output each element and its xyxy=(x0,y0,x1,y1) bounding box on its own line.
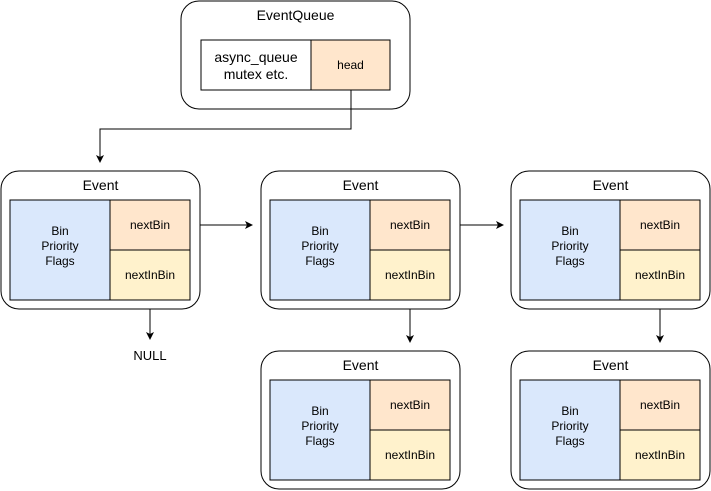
event-field-label: Priority xyxy=(301,239,338,253)
null-label: NULL xyxy=(133,348,166,363)
next-bin-cell xyxy=(619,379,701,431)
event-field-label: Bin xyxy=(561,224,578,238)
event-field-label: Flags xyxy=(45,254,74,268)
next-bin-cell xyxy=(369,379,451,431)
event-field-label: Bin xyxy=(51,224,68,238)
next-in-bin-label: nextInBin xyxy=(385,268,435,282)
event-queue-head-label: head xyxy=(337,58,364,72)
event-field-label: Priority xyxy=(551,239,588,253)
next-in-bin-cell xyxy=(619,429,701,481)
event-queue-fields-line1: async_queue xyxy=(214,49,298,65)
event-fields-cell xyxy=(269,379,371,481)
event-field-label: Bin xyxy=(311,224,328,238)
event-title: Event xyxy=(343,357,379,373)
next-in-bin-label: nextInBin xyxy=(635,268,685,282)
event-field-label: Flags xyxy=(555,434,584,448)
next-in-bin-cell xyxy=(619,249,701,301)
event-field-label: Priority xyxy=(301,419,338,433)
next-bin-cell xyxy=(109,199,191,251)
event-queue: EventQueue async_queue mutex etc. head xyxy=(180,0,411,110)
next-in-bin-cell xyxy=(369,429,451,481)
event-fields-cell xyxy=(519,199,621,301)
next-in-bin-label: nextInBin xyxy=(125,268,175,282)
event-field-label: Bin xyxy=(561,404,578,418)
events-layer: EventBinPriorityFlagsnextBinnextInBinEve… xyxy=(0,170,711,490)
next-bin-label: nextBin xyxy=(640,218,680,232)
event-queue-fields-cell xyxy=(200,39,312,91)
event-field-label: Priority xyxy=(551,419,588,433)
event-title: Event xyxy=(593,357,629,373)
event-title: Event xyxy=(343,177,379,193)
next-in-bin-label: nextInBin xyxy=(635,448,685,462)
event-title: Event xyxy=(83,177,119,193)
next-bin-label: nextBin xyxy=(640,398,680,412)
next-bin-label: nextBin xyxy=(390,218,430,232)
next-bin-label: nextBin xyxy=(130,218,170,232)
next-in-bin-label: nextInBin xyxy=(385,448,435,462)
event-field-label: Flags xyxy=(305,254,334,268)
next-bin-cell xyxy=(619,199,701,251)
event-field-label: Bin xyxy=(311,404,328,418)
event-field-label: Priority xyxy=(41,239,78,253)
event-queue-head-cell xyxy=(310,39,391,91)
event-fields-cell xyxy=(9,199,111,301)
event-field-label: Flags xyxy=(555,254,584,268)
event-queue-title: EventQueue xyxy=(257,7,335,23)
next-bin-label: nextBin xyxy=(390,398,430,412)
event-field-label: Flags xyxy=(305,434,334,448)
event-queue-fields-line2: mutex etc. xyxy=(224,66,289,82)
event-fields-cell xyxy=(269,199,371,301)
event-fields-cell xyxy=(519,379,621,481)
head-arrow xyxy=(96,90,352,163)
event-title: Event xyxy=(593,177,629,193)
next-in-bin-cell xyxy=(369,249,451,301)
next-in-bin-cell xyxy=(109,249,191,301)
